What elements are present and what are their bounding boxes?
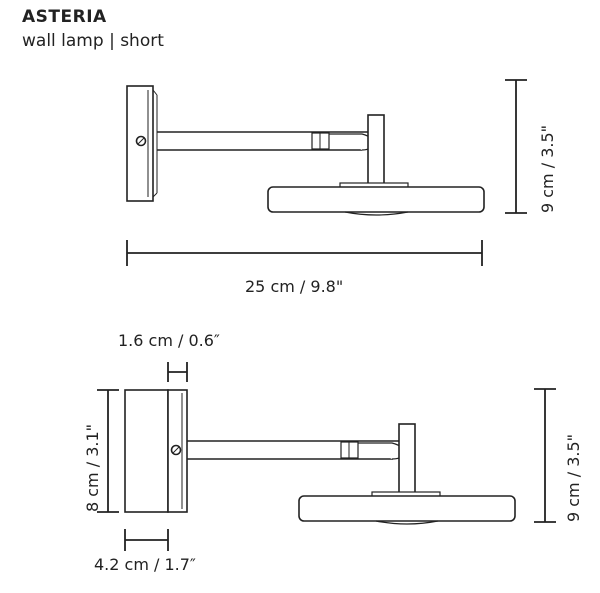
front-height-label: 9 cm / 3.5" (564, 434, 583, 522)
front-view (124, 389, 516, 525)
front-dimension-lines (97, 362, 556, 551)
side-view (126, 85, 485, 216)
header: ASTERIA wall lamp | short (22, 4, 164, 52)
product-title: ASTERIA (22, 7, 107, 27)
front-base-height-label: 8 cm / 3.1" (83, 424, 102, 512)
front-base-block (124, 389, 169, 513)
front-thickness-label: 1.6 cm / 0.6″ (118, 331, 220, 350)
side-post (367, 114, 385, 186)
front-base-depth-label: 4.2 cm / 1.7″ (94, 555, 196, 574)
side-width-label: 25 cm / 9.8" (245, 277, 343, 296)
front-post (398, 423, 416, 495)
side-dimension-lines (126, 79, 527, 266)
side-height-label: 9 cm / 3.5" (538, 125, 557, 213)
front-shade (298, 495, 516, 522)
product-subtitle: wall lamp | short (22, 31, 164, 51)
side-shade (267, 186, 485, 213)
